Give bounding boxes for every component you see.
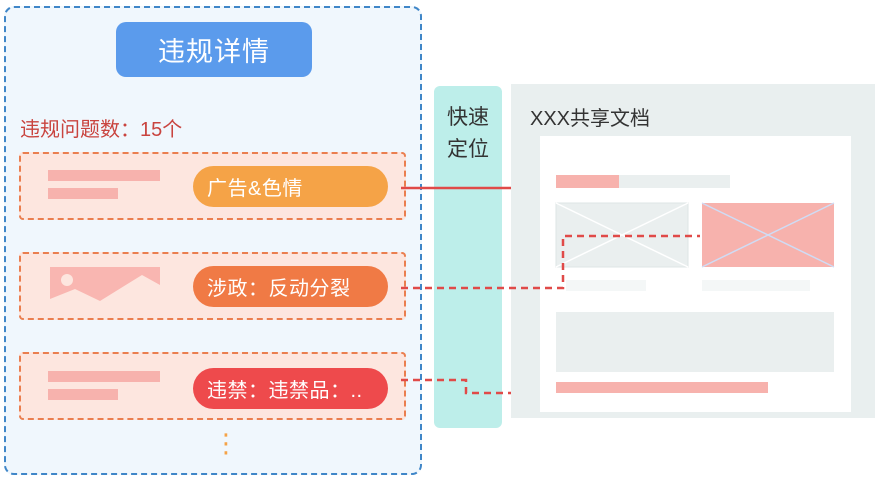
doc-image-placeholder <box>555 202 689 268</box>
connector-line-politics <box>401 234 700 290</box>
violation-item-politics[interactable]: 涉政：反动分裂 <box>19 252 406 320</box>
violation-tag-prohibited[interactable]: 违禁：违禁品：.. <box>193 368 388 409</box>
violation-item-ad-porn[interactable]: 广告&色情 <box>19 152 406 220</box>
violation-details-title-button[interactable]: 违规详情 <box>116 22 312 77</box>
violation-tag-ad-porn[interactable]: 广告&色情 <box>193 166 388 207</box>
text-placeholder-line <box>48 389 118 400</box>
doc-caption-placeholder <box>702 280 810 291</box>
connector-line-prohibited <box>401 378 511 395</box>
more-items-ellipsis: ⋮ <box>213 428 239 458</box>
quick-locate-label: 快速 定位 <box>447 106 489 161</box>
text-placeholder-line <box>48 188 118 199</box>
quick-locate-bar[interactable]: 快速 定位 <box>434 86 502 428</box>
doc-heading-highlight <box>556 175 619 188</box>
violation-item-prohibited[interactable]: 违禁：违禁品：.. <box>19 352 406 420</box>
shared-document-title: XXX共享文档 <box>530 108 651 130</box>
doc-image-highlighted <box>701 202 835 268</box>
text-placeholder-line <box>48 371 160 382</box>
doc-caption-placeholder <box>566 280 646 291</box>
image-placeholder-icon <box>50 267 160 309</box>
text-placeholder-line <box>48 170 160 181</box>
violation-tag-politics[interactable]: 涉政：反动分裂 <box>193 266 388 307</box>
doc-text-line-highlight <box>556 382 768 393</box>
violation-count-label: 违规问题数：15个 <box>20 119 183 141</box>
doc-text-block-placeholder <box>556 312 834 372</box>
